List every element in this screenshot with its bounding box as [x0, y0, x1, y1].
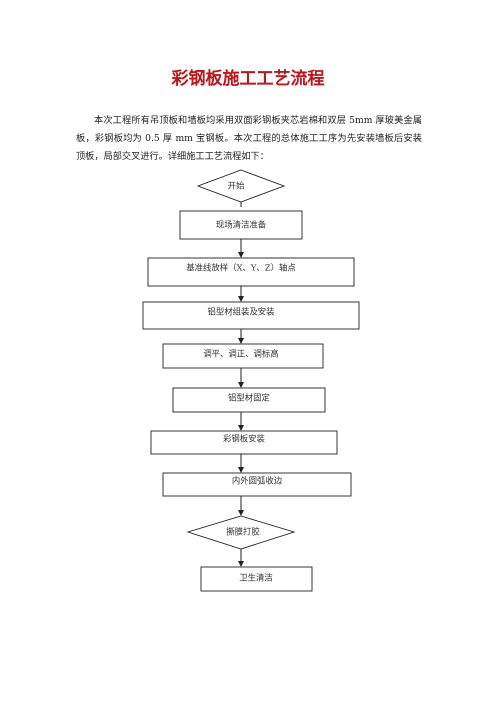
flow-arrow — [238, 425, 244, 431]
flow-step-label: 基准线放样（X、Y、Z）轴点 — [186, 263, 295, 273]
flow-end-cleaning — [200, 566, 313, 592]
flow-step-site-prep — [179, 210, 303, 240]
flow-end-label: 卫生清洁 — [239, 573, 273, 583]
flow-arrow — [238, 296, 244, 302]
flow-step-label: 现场清洁准备 — [216, 220, 267, 230]
flow-start-label: 开始 — [228, 181, 245, 191]
flow-step-leveling — [162, 343, 324, 369]
flow-step-label: 内外圆弧收边 — [232, 476, 283, 486]
page-title: 彩钢板施工工艺流程 — [171, 69, 325, 89]
flow-arrow — [238, 467, 244, 473]
flow-arrow — [238, 252, 244, 258]
flow-step-label: 铝型材固定 — [228, 393, 270, 403]
flow-step-label: 调平、调正、调标高 — [203, 349, 278, 359]
flow-step-panel-install — [150, 430, 338, 455]
flow-decision-label: 撕膜打胶 — [226, 527, 260, 537]
flow-step-label: 铝型材组装及安装 — [208, 307, 276, 317]
flow-arrow — [238, 510, 244, 516]
flow-arrow — [238, 561, 244, 567]
flow-step-aluminum-fixing — [172, 387, 326, 413]
flow-step-arc-trim — [162, 472, 352, 497]
intro-paragraph: 本次工程所有吊顶板和墙板均采用双面彩钢板夹芯岩棉和双层 5mm 厚玻美金属板，彩… — [76, 115, 422, 162]
flow-step-label: 彩钢板安装 — [223, 434, 265, 444]
flow-arrow — [238, 338, 244, 344]
flow-step-aluminum-assembly — [142, 301, 360, 330]
flow-step-baseline — [147, 257, 355, 287]
flow-arrow — [238, 382, 244, 388]
